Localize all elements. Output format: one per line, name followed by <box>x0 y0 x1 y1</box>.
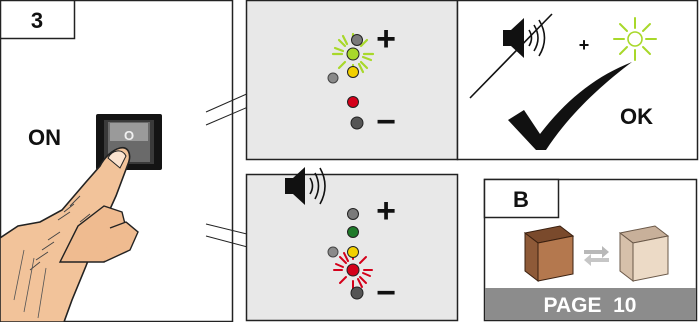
page-label: PAGE 10 <box>544 294 637 317</box>
top-led-column <box>327 34 364 130</box>
led-grey <box>327 72 339 84</box>
led-dark-green <box>347 226 359 238</box>
checkmark-icon <box>508 62 632 150</box>
led-yellow <box>347 66 359 78</box>
swap-arrows-icon <box>584 246 609 266</box>
step-number: 3 <box>31 8 43 33</box>
finger-icon <box>0 146 139 322</box>
green-flash-icon <box>613 17 657 61</box>
led-yellow <box>347 246 359 258</box>
led-off-top <box>351 34 363 46</box>
ok-panel <box>456 0 699 161</box>
switch-symbol: O <box>124 128 134 143</box>
bottom-led-column <box>327 208 364 300</box>
minus-sign: − <box>376 274 396 312</box>
top-result-row: + − + OK <box>245 0 699 161</box>
ok-label: OK <box>620 104 653 129</box>
plus-sign: + <box>376 20 396 58</box>
led-off-bottom <box>350 116 364 130</box>
switch-label: ON <box>28 125 61 150</box>
reference-panel: B PAGE 10 <box>483 178 698 322</box>
top-led-panel <box>245 0 459 161</box>
reference-letter: B <box>513 187 529 212</box>
led-red <box>347 96 359 108</box>
plus-sign: + <box>376 192 396 230</box>
speaker-muted-icon <box>469 13 553 99</box>
speaker-icon <box>285 167 326 205</box>
led-red-flashing <box>346 263 360 277</box>
step-panel: 3 ON O <box>0 0 234 322</box>
led-green <box>346 47 360 61</box>
led-off-bottom <box>350 286 364 300</box>
led-grey <box>327 246 339 258</box>
led-off-top <box>347 208 359 220</box>
minus-sign: − <box>376 103 396 141</box>
page-band <box>485 288 696 320</box>
ok-plus-sign: + <box>579 35 590 55</box>
step-number-box <box>0 0 76 40</box>
reference-letter-box <box>483 178 560 219</box>
box-icon <box>523 225 575 283</box>
box-icon <box>618 225 670 283</box>
bottom-result-row: + − <box>245 167 459 322</box>
